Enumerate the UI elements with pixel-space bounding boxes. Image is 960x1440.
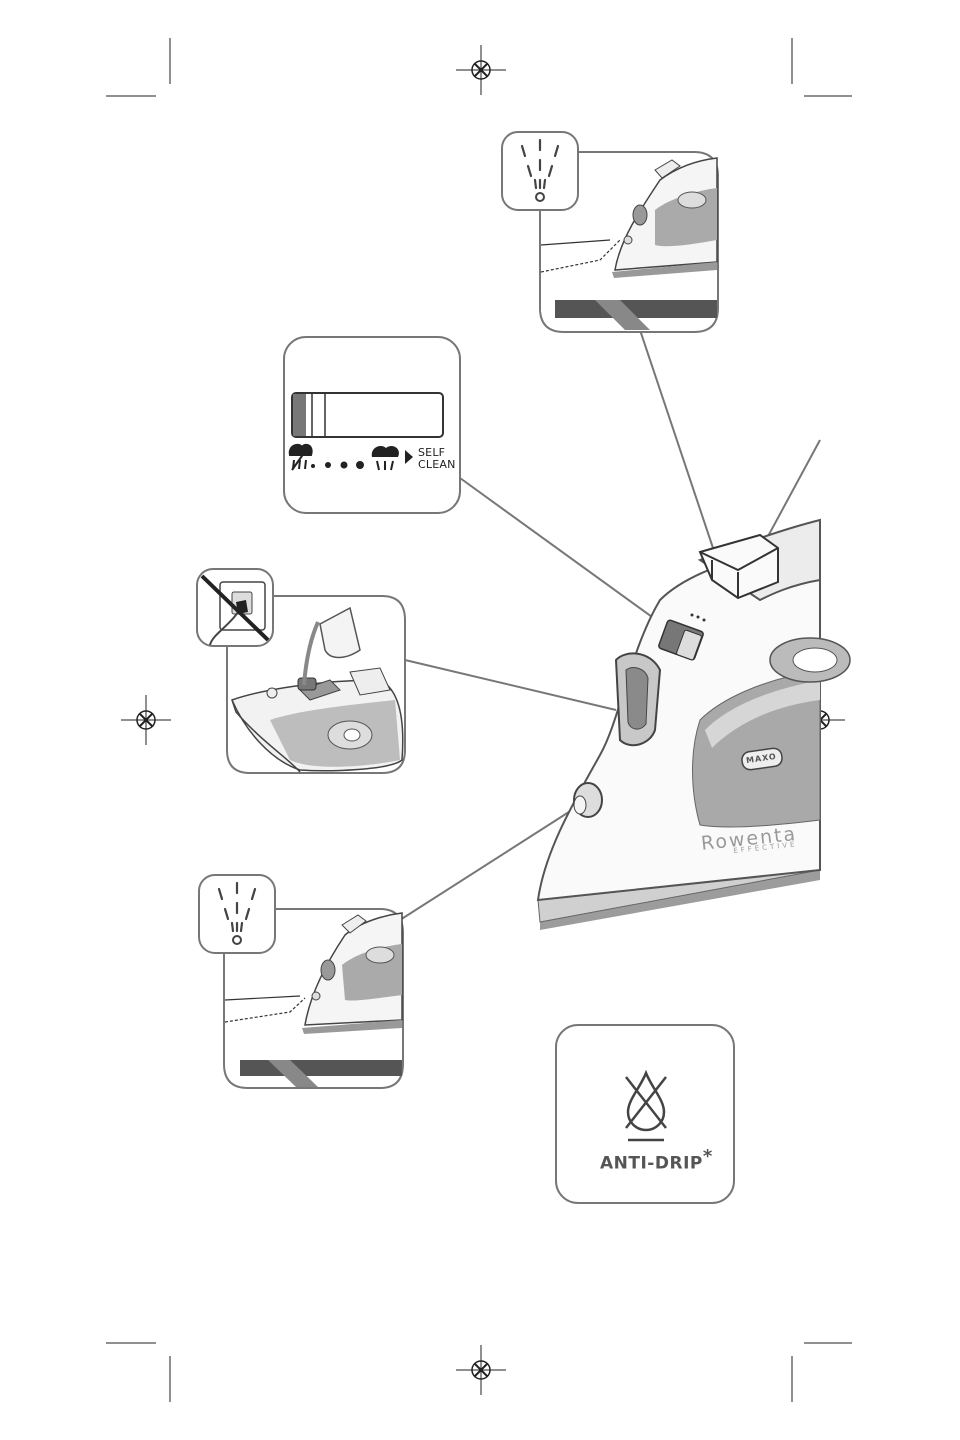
spray-icon xyxy=(199,875,275,953)
registration-mark-top xyxy=(456,45,506,95)
unplug-icon xyxy=(197,569,273,646)
anti-drip-text: ANTI-DRIP xyxy=(600,1154,703,1174)
registration-mark-left xyxy=(121,695,171,745)
self-clean-line2: CLEAN xyxy=(418,459,456,471)
spray-icon xyxy=(502,132,578,210)
anti-drip-asterisk: * xyxy=(703,1146,713,1167)
steam-iron xyxy=(538,520,850,930)
self-clean-label: SELF CLEAN xyxy=(418,447,456,471)
registration-mark-bottom xyxy=(456,1345,506,1395)
anti-drip-label: ANTI-DRIP* xyxy=(600,1146,713,1174)
anti-drip-panel xyxy=(556,1025,734,1203)
callout-steam-dial xyxy=(284,337,460,513)
